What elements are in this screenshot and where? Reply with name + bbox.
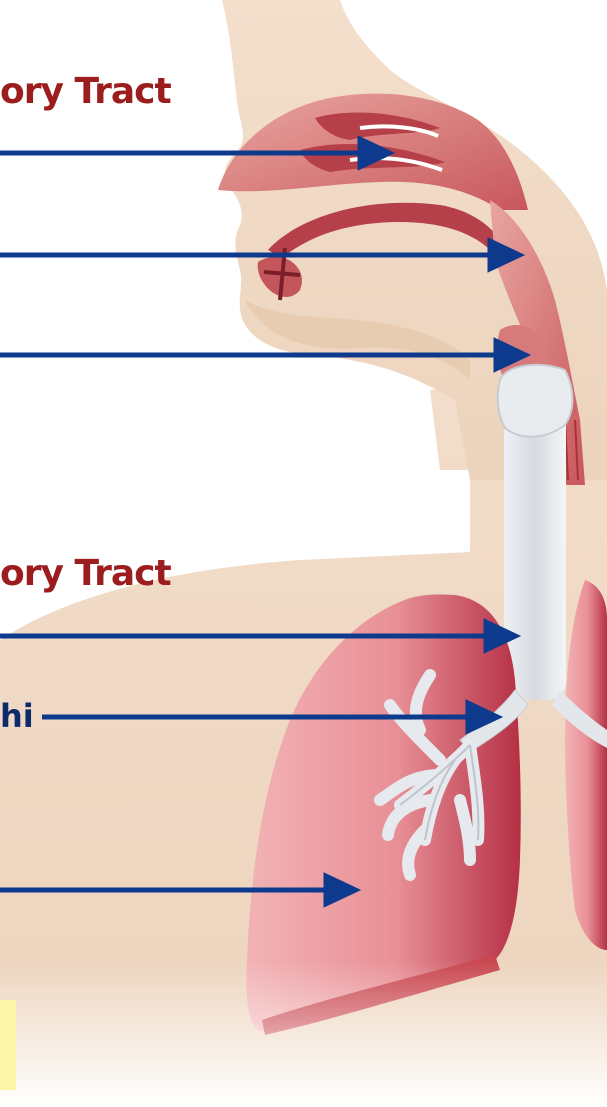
bronchi-label: hi (0, 700, 34, 732)
sticky-note (0, 1000, 16, 1090)
bottom-fade (0, 960, 607, 1107)
upper-tract-heading: ory Tract (0, 74, 171, 110)
larynx-cap (498, 365, 573, 437)
lower-tract-heading: ory Tract (0, 556, 171, 592)
